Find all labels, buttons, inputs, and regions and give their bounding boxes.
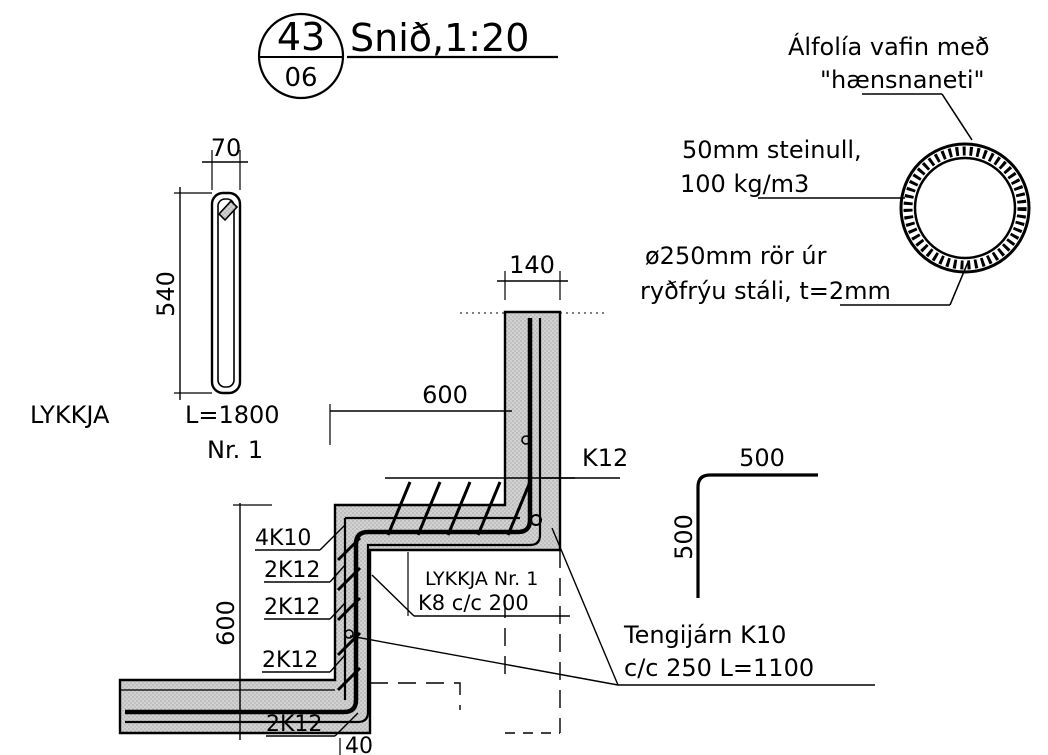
bar-point-side <box>344 629 354 639</box>
insulation-line-2: 100 kg/m3 <box>680 170 809 198</box>
bars-label-1: 2K12 <box>264 558 320 583</box>
stirrup-hook <box>217 199 239 222</box>
pipe-leader <box>949 261 969 306</box>
stirrup-callout-leader <box>371 574 415 617</box>
cover-dim: 40 <box>345 734 373 755</box>
dowel-leader-1 <box>349 635 619 686</box>
stirrup-detail: 70 540 LYKKJA L=1800 Nr. 1 <box>30 134 280 464</box>
wrap-note-line-2: "hænsnaneti" <box>820 66 985 94</box>
section-height-dim: 600 <box>212 600 240 646</box>
bar-point-corner <box>530 514 542 526</box>
top-bar-label: K12 <box>582 444 628 472</box>
stirrup-width-dim: 70 <box>211 134 242 162</box>
bars-leader-3 <box>329 654 346 673</box>
bent-bar-vertical-dim: 500 <box>670 514 698 560</box>
wrap-note-line-1: Álfolía vafin með <box>788 32 990 61</box>
dowel-line-2: c/c 250 L=1100 <box>624 654 814 682</box>
stirrup-number: Nr. 1 <box>207 436 263 464</box>
concrete-outline <box>118 310 562 735</box>
main-rebar-inner <box>125 318 542 724</box>
mineral-wool-hatch <box>903 146 1027 270</box>
pipe-line-2: ryðfrýu stáli, t=2mm <box>640 277 891 305</box>
stirrup-height-dim: 540 <box>152 271 180 317</box>
bars-leader-2 <box>329 602 346 620</box>
bars-leader-4 <box>334 712 359 737</box>
insulation-line-1: 50mm steinull, <box>682 136 862 164</box>
bars-corner-leader <box>319 524 346 551</box>
section-caption: Snið,1:20 <box>350 16 529 60</box>
insulation-outer <box>899 142 1031 274</box>
concrete-section: 140 600 600 K12 4K10 2K12 2K12 2K12 2K12… <box>118 251 875 755</box>
bent-bar-horizontal-dim: 500 <box>739 444 785 472</box>
main-rebar-outer <box>125 318 533 715</box>
detail-number: 43 <box>277 15 325 59</box>
bars-label-3: 2K12 <box>262 648 318 673</box>
dowel-line-1: Tengijárn K10 <box>623 621 786 649</box>
bars-corner-label: 4K10 <box>255 526 311 551</box>
vertical-bar-ties <box>336 536 362 692</box>
pipe-detail: Álfolía vafin með "hænsnaneti" 50mm stei… <box>640 32 1031 306</box>
bars-leader-1 <box>329 564 346 583</box>
dashed-outline-1 <box>370 682 461 710</box>
stirrup-reference: LYKKJA Nr. 1 <box>425 568 538 590</box>
bent-bar-detail: 500 500 <box>670 444 818 598</box>
title-block: 43 06 Snið,1:20 <box>257 12 558 100</box>
stirrup-inner <box>217 198 235 388</box>
bent-bar <box>696 473 818 598</box>
inclined-bars <box>386 481 532 536</box>
stirrup-length: L=1800 <box>185 401 280 429</box>
bars-label-4: 2K12 <box>266 712 322 737</box>
pipe-wall <box>913 156 1017 260</box>
stirrup-name: LYKKJA <box>30 401 110 429</box>
sheet-number: 06 <box>284 63 317 93</box>
wall-width-dim: 140 <box>509 251 555 279</box>
depth-dim: 600 <box>422 381 468 409</box>
pipe-line-1: ø250mm rör úr <box>645 242 827 270</box>
stirrup-bar <box>343 516 520 700</box>
bar-point-top <box>521 435 531 445</box>
bars-label-2: 2K12 <box>264 595 320 620</box>
dowel-leader-2 <box>551 527 619 686</box>
stirrup-spacing: K8 c/c 200 <box>418 591 529 615</box>
stirrup-outer <box>210 191 242 395</box>
wrap-leader <box>941 93 973 141</box>
